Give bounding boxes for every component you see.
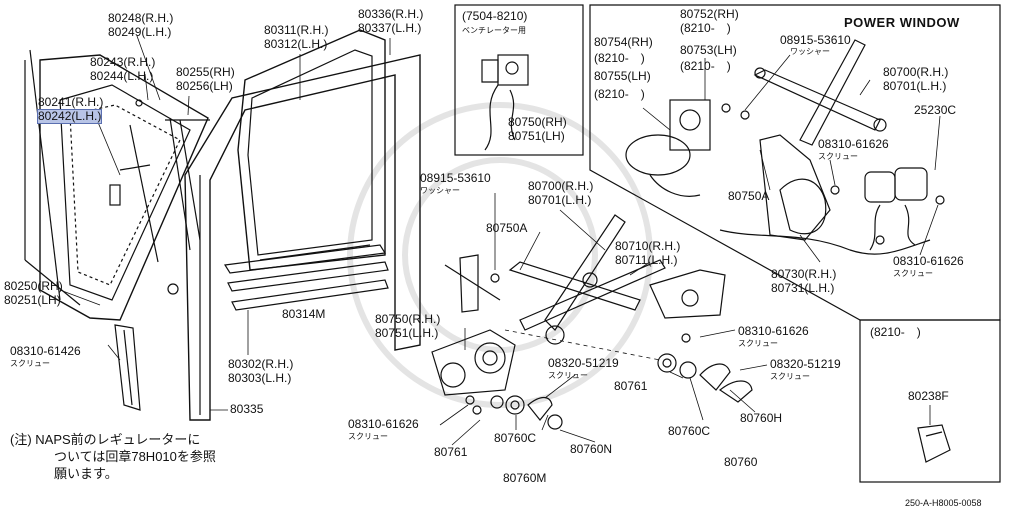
label-washer-2: ワッシャー (790, 47, 830, 56)
note-line-1: (注) NAPS前のレギュレーターに (10, 432, 201, 447)
label-80760C-b[interactable]: 80760C (668, 424, 711, 438)
handle-set-left (490, 395, 563, 430)
label-80256[interactable]: 80256(LH) (176, 79, 233, 93)
power-window-title: POWER WINDOW (844, 15, 960, 30)
label-80730[interactable]: 80730(R.H.) (771, 267, 837, 281)
label-08915-53610-b[interactable]: 08915-53610 (780, 33, 851, 47)
label-80251[interactable]: 80251(LH) (4, 293, 61, 307)
quarter-vent-assembly (24, 49, 210, 321)
label-80750A-left[interactable]: 80750A (486, 221, 528, 235)
label-80760C-a[interactable]: 80760C (494, 431, 537, 445)
label-80241[interactable]: 80241(R.H.) (38, 95, 104, 109)
label-80312[interactable]: 80312(L.H.) (264, 37, 328, 51)
label-80248[interactable]: 80248(R.H.) (108, 11, 174, 25)
label-80242-highlighted[interactable]: 80242(L.H.) (36, 109, 103, 124)
label-80761-a[interactable]: 80761 (434, 445, 468, 459)
label-25230C[interactable]: 25230C (914, 103, 957, 117)
window-channel-frame (184, 54, 421, 421)
label-80335[interactable]: 80335 (230, 402, 264, 416)
label-80753[interactable]: 80753(LH) (680, 43, 737, 57)
label-washer-1: ワッシャー (420, 186, 460, 195)
label-08310-61626-b[interactable]: 08310-61626 (348, 417, 419, 431)
label-80314M[interactable]: 80314M (282, 307, 326, 321)
note-line-2: ついては回章78H010を参照 (54, 449, 216, 464)
inset-ventilator-note: ベンチレーター用 (462, 26, 526, 35)
label-80761-b[interactable]: 80761 (614, 379, 648, 393)
label-80302[interactable]: 80302(R.H.) (228, 357, 294, 371)
label-80731[interactable]: 80731(L.H.) (771, 281, 835, 295)
label-80249[interactable]: 80249(L.H.) (108, 25, 172, 39)
rear-channel-strip (114, 324, 141, 411)
label-screw-1: スクリュー (10, 359, 50, 368)
manual-regulator (444, 214, 726, 345)
inset-8210-range: (8210- ) (870, 325, 921, 339)
label-8210-b: (8210- ) (594, 51, 645, 65)
label-80250[interactable]: 80250(RH) (4, 279, 63, 293)
label-80303[interactable]: 80303(L.H.) (228, 371, 292, 385)
label-80760M[interactable]: 80760M (503, 471, 547, 485)
clip-80238F (917, 424, 951, 463)
inset-ventilator-box (454, 4, 584, 156)
fasteners (135, 99, 945, 415)
label-08310-61626-c[interactable]: 08310-61626 (818, 137, 889, 151)
label-80760N-a[interactable]: 80760N (570, 442, 613, 456)
note-line-3: 願います。 (54, 466, 118, 481)
label-8210-c: (8210- ) (680, 59, 731, 73)
label-80710[interactable]: 80710(R.H.) (615, 239, 681, 253)
label-8210-a: (8210- ) (680, 21, 731, 35)
label-screw-6: スクリュー (818, 152, 858, 161)
label-80243[interactable]: 80243(R.H.) (90, 55, 156, 69)
label-08320-51219-b[interactable]: 08320-51219 (770, 357, 841, 371)
label-80337[interactable]: 80337(L.H.) (358, 21, 422, 35)
label-80750rh[interactable]: 80750(R.H.) (375, 312, 441, 326)
label-80255[interactable]: 80255(RH) (176, 65, 235, 79)
label-80700-b[interactable]: 80700(R.H.) (883, 65, 949, 79)
label-08310-61626-a[interactable]: 08310-61626 (738, 324, 809, 338)
power-window-motor (625, 99, 711, 197)
label-80754[interactable]: 80754(RH) (594, 35, 653, 49)
label-screw-7: スクリュー (893, 269, 933, 278)
label-80336[interactable]: 80336(R.H.) (358, 7, 424, 21)
label-screw-3: スクリュー (548, 371, 588, 380)
label-08310-61426[interactable]: 08310-61426 (10, 344, 81, 358)
label-80750A-right[interactable]: 80750A (728, 189, 770, 203)
label-80750rh-top[interactable]: 80750(RH) (508, 115, 567, 129)
label-screw-2: スクリュー (738, 339, 778, 348)
label-80701-b[interactable]: 80701(L.H.) (883, 79, 947, 93)
label-80238F[interactable]: 80238F (908, 389, 949, 403)
label-80760H[interactable]: 80760H (740, 411, 783, 425)
label-80751lh[interactable]: 80751(L.H.) (375, 326, 439, 340)
footer-code: 250-A-H8005-0058 (905, 498, 982, 508)
label-80760[interactable]: 80760 (724, 455, 758, 469)
label-80700-a[interactable]: 80700(R.H.) (528, 179, 594, 193)
label-08320-51219-a[interactable]: 08320-51219 (548, 356, 619, 370)
label-80701-a[interactable]: 80701(L.H.) (528, 193, 592, 207)
ventilator-motor (481, 54, 529, 151)
label-80755[interactable]: 80755(LH) (594, 69, 651, 83)
switch-harness (864, 167, 928, 251)
label-80751lh-top[interactable]: 80751(LH) (508, 129, 565, 143)
label-screw-5: スクリュー (348, 432, 388, 441)
belt-mouldings (223, 244, 389, 311)
label-08310-61626-d[interactable]: 08310-61626 (893, 254, 964, 268)
door-glass (237, 29, 386, 271)
label-screw-4: スクリュー (770, 372, 810, 381)
label-80711[interactable]: 80711(L.H.) (615, 253, 678, 267)
background-emblem (347, 102, 653, 408)
regulator-gear-plate (431, 329, 516, 396)
leader-lines (59, 35, 941, 446)
label-08915-53610-a[interactable]: 08915-53610 (420, 171, 491, 185)
inset-8210-box (859, 319, 1001, 483)
inset-ventilator-range: (7504-8210) (462, 9, 528, 23)
handle-set-right (657, 353, 753, 403)
label-80244[interactable]: 80244(L.H.) (90, 69, 154, 83)
label-80311[interactable]: 80311(R.H.) (264, 23, 329, 37)
power-regulator-arms (719, 39, 931, 255)
label-80752[interactable]: 80752(RH) (680, 7, 739, 21)
label-8210-d: (8210- ) (594, 87, 645, 101)
